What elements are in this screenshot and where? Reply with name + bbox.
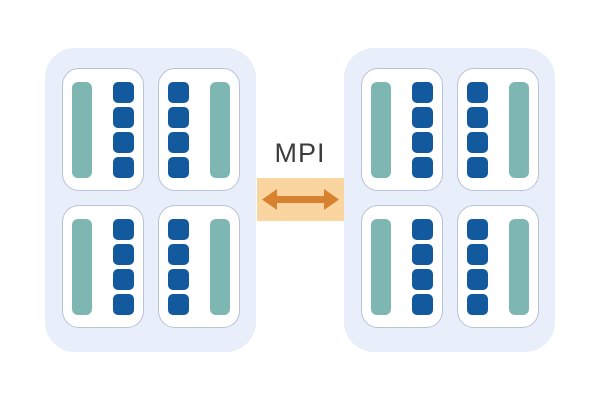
- socket-box: [457, 68, 539, 191]
- compute-node-right: [344, 48, 555, 352]
- cpu-core-square: [412, 106, 433, 128]
- core-column: [168, 81, 189, 178]
- cpu-core-square: [168, 156, 189, 178]
- cpu-core-square: [412, 293, 433, 315]
- core-column: [168, 218, 189, 315]
- cpu-core-square: [467, 156, 488, 178]
- socket-box: [158, 68, 240, 191]
- socket-box: [62, 68, 144, 191]
- cpu-core-square: [467, 218, 488, 240]
- cpu-core-square: [168, 218, 189, 240]
- core-column: [412, 218, 433, 315]
- cpu-core-square: [113, 81, 134, 103]
- cpu-core-square: [467, 81, 488, 103]
- cpu-core-square: [412, 268, 433, 290]
- double-arrow-icon: [262, 189, 339, 210]
- core-column: [467, 81, 488, 178]
- mpi-label: MPI: [274, 138, 326, 168]
- cpu-core-square: [467, 293, 488, 315]
- cpu-core-square: [168, 106, 189, 128]
- cpu-core-square: [113, 293, 134, 315]
- memory-bar: [210, 218, 230, 315]
- cpu-core-square: [168, 268, 189, 290]
- core-column: [467, 218, 488, 315]
- memory-bar: [509, 218, 529, 315]
- cpu-core-square: [467, 243, 488, 265]
- cpu-core-square: [467, 106, 488, 128]
- cpu-core-square: [412, 243, 433, 265]
- core-column: [412, 81, 433, 178]
- memory-bar: [210, 81, 230, 178]
- socket-box: [62, 205, 144, 328]
- memory-bar: [371, 218, 391, 315]
- memory-bar: [509, 81, 529, 178]
- cpu-core-square: [113, 243, 134, 265]
- cpu-core-square: [412, 156, 433, 178]
- core-column: [113, 81, 134, 178]
- cpu-core-square: [113, 131, 134, 153]
- socket-box: [361, 68, 443, 191]
- cpu-core-square: [113, 268, 134, 290]
- cpu-core-square: [412, 131, 433, 153]
- cpu-core-square: [168, 131, 189, 153]
- cpu-core-square: [467, 268, 488, 290]
- socket-box: [457, 205, 539, 328]
- memory-bar: [371, 81, 391, 178]
- socket-box: [158, 205, 240, 328]
- cpu-core-square: [113, 106, 134, 128]
- mpi-connector-box: [257, 178, 344, 221]
- memory-bar: [72, 81, 92, 178]
- cpu-core-square: [467, 131, 488, 153]
- cpu-core-square: [113, 156, 134, 178]
- compute-node-left: [45, 48, 256, 352]
- cpu-core-square: [113, 218, 134, 240]
- cpu-core-square: [412, 81, 433, 103]
- cpu-core-square: [412, 218, 433, 240]
- cpu-core-square: [168, 81, 189, 103]
- cpu-core-square: [168, 243, 189, 265]
- core-column: [113, 218, 134, 315]
- socket-box: [361, 205, 443, 328]
- cpu-core-square: [168, 293, 189, 315]
- memory-bar: [72, 218, 92, 315]
